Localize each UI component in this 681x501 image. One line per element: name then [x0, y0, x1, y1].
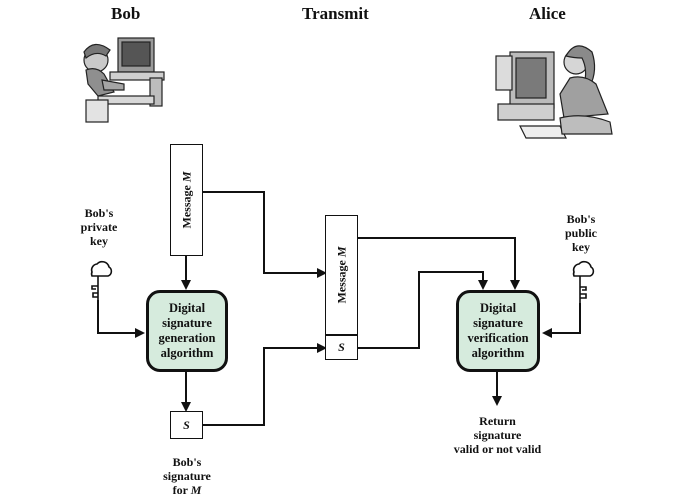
return-result-caption: Return signature valid or not valid [453, 414, 542, 456]
bob-signature-caption: Bob's signature for M [163, 455, 211, 497]
private-key-label: Bob's private key [80, 206, 118, 248]
message-box: Message M [170, 144, 203, 256]
public-key-label: Bob's public key [564, 212, 597, 254]
message-to-transmit-arrow [202, 191, 327, 278]
transmitted-signature-box: S [325, 335, 358, 360]
bob-signature-box: S [170, 411, 203, 439]
signature-generation-algorithm: Digital signature generation algorithm [146, 290, 228, 372]
transmit-message-to-verification-arrow [357, 237, 520, 290]
bob-heading: Bob [111, 4, 141, 23]
alice-heading: Alice [529, 4, 566, 23]
public-key-icon [572, 260, 595, 303]
private-key-icon [90, 260, 113, 300]
transmit-signature-to-verification-arrow [357, 271, 488, 349]
bob-at-computer-icon [83, 37, 165, 123]
signature-to-transmit-arrow [202, 343, 327, 426]
alice-at-computer-icon [495, 45, 613, 139]
public-key-arrow [542, 303, 581, 338]
private-key-arrow [97, 300, 145, 338]
signature-verification-algorithm: Digital signature verification algorithm [456, 290, 540, 372]
transmitted-message-box: Message M [325, 215, 358, 335]
transmit-heading: Transmit [302, 4, 369, 23]
